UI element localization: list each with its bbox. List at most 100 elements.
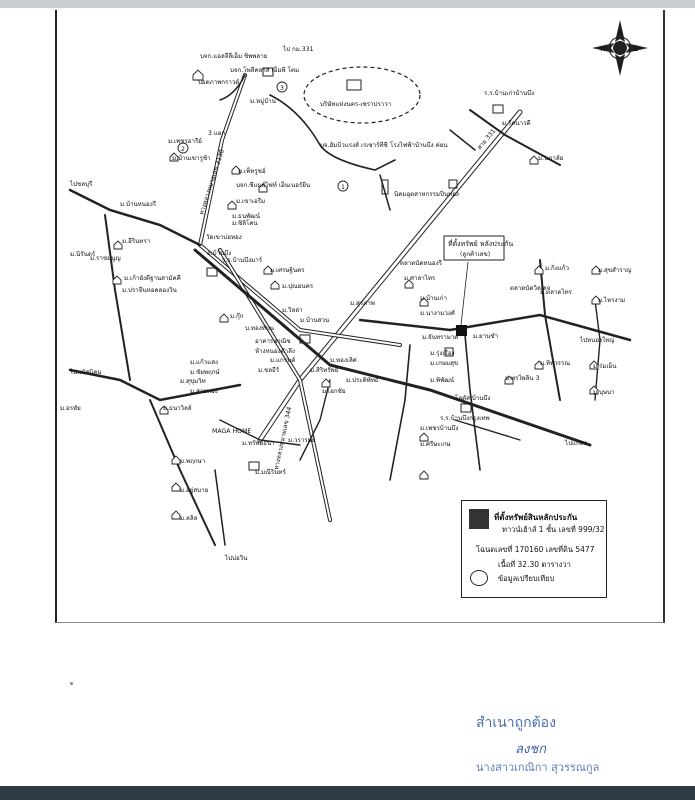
map-label: ม.วรารมย์ xyxy=(288,436,316,444)
map-label: ไปพนัสนิคม xyxy=(69,368,102,376)
map-label: นิคมอุตสาหกรรมปิ่นทอง xyxy=(394,190,459,198)
svg-text:3: 3 xyxy=(280,85,284,92)
target-callout-label: ที่ตั้งทรัพย์ หลังประกัน xyxy=(448,237,513,248)
scan-speck xyxy=(70,682,73,685)
bottom-toolbar xyxy=(0,786,695,800)
compass-s: S xyxy=(618,63,622,70)
map-label: บจก.แอลจีลีเอ็ม ชิพพลาย xyxy=(200,51,268,60)
map-label: บ.ทองทับน xyxy=(245,325,275,332)
road-east-branch xyxy=(539,259,561,401)
map-label: 3 แยก xyxy=(208,130,226,137)
map-label: ม.บ้านสวน xyxy=(300,316,330,324)
compass-e: E xyxy=(634,46,638,53)
map-label: โลตัส บ้านบึง xyxy=(455,394,490,402)
map-label: ร.ร.บ้านเก่าบ้านบึง xyxy=(484,89,534,97)
legend-square-icon xyxy=(469,509,489,529)
map-label: บจก.โพลีคลาส เอ็มพี โคม xyxy=(230,65,299,74)
top-band xyxy=(0,0,695,8)
certification-title: สำเนาถูกต้อง xyxy=(476,715,556,731)
map-label: ม.ทองเลิศ xyxy=(330,357,357,364)
map-label: ไปหนองใหญ่ xyxy=(579,336,614,344)
map-label: ม.เก้ายังดีฐานสามัคคี xyxy=(124,274,181,282)
map-label: บจ.ฮัมบิ่วแรงส์ เรเซาร์ทีซี xyxy=(320,141,388,149)
certification-name: นางสาวเกณิกา สุวรรณกูล xyxy=(476,761,600,774)
legend-area: เนื้อที่ 32.30 ตารางวา xyxy=(498,560,571,569)
map-label: ม.สายทอง xyxy=(190,388,218,395)
map-label: ไปชลบุรี xyxy=(69,180,93,188)
map-label: ม.ศรีษะเกษ xyxy=(420,440,451,448)
map-label: ม.ร่มเย็น xyxy=(593,361,617,370)
map-label: ม.ราชมนูญ xyxy=(90,255,121,262)
map-label: ตลาดนัดวิลเลจ xyxy=(510,285,551,292)
map-label: ม.ฮีรินทรา xyxy=(122,237,150,245)
map-label: ม.สุขสำราญ xyxy=(598,267,631,274)
map-label: ปอดภาพกราวด์ xyxy=(198,78,239,86)
road-east xyxy=(358,313,632,342)
map-label: ม.ลลิล xyxy=(180,515,198,522)
map-label: ม.เอกชัย xyxy=(322,388,346,395)
map-label: ม.ทรัพย์ธนา xyxy=(242,439,275,447)
compass-icon: N S E W xyxy=(592,20,648,76)
legend-circle-icon xyxy=(470,570,488,586)
property-marker xyxy=(456,325,467,336)
map-label: บจก.ซีแมส์ไฟท์ เอ็นเนอร์ยีน xyxy=(236,180,311,189)
svg-text:2: 2 xyxy=(181,146,185,153)
map-label: ม.บุษบา xyxy=(593,389,614,396)
map-label: ม.แกรนด์ xyxy=(270,356,295,364)
certification-signature: ลงชก xyxy=(515,742,547,757)
map-label: ร.ร.บ้านบึงมาร์ xyxy=(222,256,263,264)
map-label: ม.ปุณยนคร xyxy=(282,283,314,290)
map-label: ม.รัตนาวดี xyxy=(502,119,531,127)
map-label: ม.เพ็ทรูชอ์ xyxy=(238,166,266,175)
map-label: ม.รุ่งเรือง xyxy=(430,349,455,357)
map-label: ม.บ้านเขารูซ้า xyxy=(172,154,211,162)
map-label: ม.ธนาวิลล์ xyxy=(163,404,192,412)
place-labels: ไป กม.331 บจก.แอลจีลีเอ็ม ชิพพลาย บจก.โพ… xyxy=(60,45,631,562)
map-label: ม.หมู่บ้าน xyxy=(250,97,277,105)
legend-property-type: ทาวน์เฮ้าส์ 1 ชั้น เลขที่ 999/32 xyxy=(502,525,605,534)
map-label: ม.สุรภาพ xyxy=(350,300,375,307)
map-label: ม.กิ่งแก้ว xyxy=(545,264,569,272)
map-label: ม.พรไพลิน 3 xyxy=(505,374,540,382)
map-label: ห้างหนองตำลึง xyxy=(255,347,295,355)
map-label: ม.พิพัฒน์ xyxy=(430,376,455,384)
map-label: ม.บ้านเก่า xyxy=(420,294,447,302)
legend-title: ที่ตั้งทรัพย์สินหลักประกัน xyxy=(494,513,578,522)
map-label: ม.มณีรินทร์ xyxy=(255,468,286,476)
target-callout-box xyxy=(443,235,505,261)
map-label: ม.นางามวงศ์ xyxy=(420,309,455,317)
map-label: ม.แก้วแสง xyxy=(190,358,218,366)
map-label: อาคารพาณิช xyxy=(255,338,291,345)
map-label: ม.ชัยพฤกษ์ xyxy=(190,368,220,376)
map-label: MAGA HOME xyxy=(212,428,251,435)
legend-comparison: ข้อมูลเปรียบเทียบ xyxy=(498,574,555,583)
map-label: ม.เพชรบ้านบึง xyxy=(420,424,458,432)
map-label: บริษัทแห่งนคร-เซราปราวา xyxy=(320,101,391,108)
map-label: ม.สุขุมวิท xyxy=(180,378,206,385)
compass-w: W xyxy=(600,46,606,53)
map-label: ม.เขาเอรีม xyxy=(236,197,265,205)
map-label: ม.ชลธีร์ xyxy=(258,366,280,374)
svg-text:1: 1 xyxy=(341,184,345,191)
map-label: ม.ยานชำ xyxy=(473,333,498,340)
map-label: ม.ศาลาไทร xyxy=(404,274,436,282)
map-label: ม.เพชรอารีย์ xyxy=(168,137,202,145)
map-label: ม.ไทรงาม xyxy=(598,296,625,304)
map-label: ม.ธนพัฒน์ xyxy=(232,212,261,220)
target-callout-sub: (ลูกค้าเลข) xyxy=(460,250,490,258)
industrial-estate-boundary xyxy=(303,66,421,124)
map-label: โรงไฟฟ้าบ้านบึง ค่ยน xyxy=(390,141,448,149)
map-label: ม.บ้านหนองรี xyxy=(120,200,157,208)
compass-n: N xyxy=(618,29,623,36)
map-label: ม.อรทัย xyxy=(60,405,81,412)
map-label: ไป กม.331 xyxy=(282,45,314,53)
map-label: ม.ตลาดไทร xyxy=(540,288,573,296)
map-label: ม.ทิพวรรณ xyxy=(540,360,570,367)
map-label: ม.กุ๊ก xyxy=(230,312,244,320)
map-label: ไปแกลง xyxy=(564,439,587,447)
map-label: ม.นิรันดร์ xyxy=(70,250,96,258)
map-frame xyxy=(55,10,665,623)
map-label: ม.ปราจีนหอคลองวิน xyxy=(122,286,178,294)
map-label: ม.ซิลิโคน xyxy=(232,219,258,227)
